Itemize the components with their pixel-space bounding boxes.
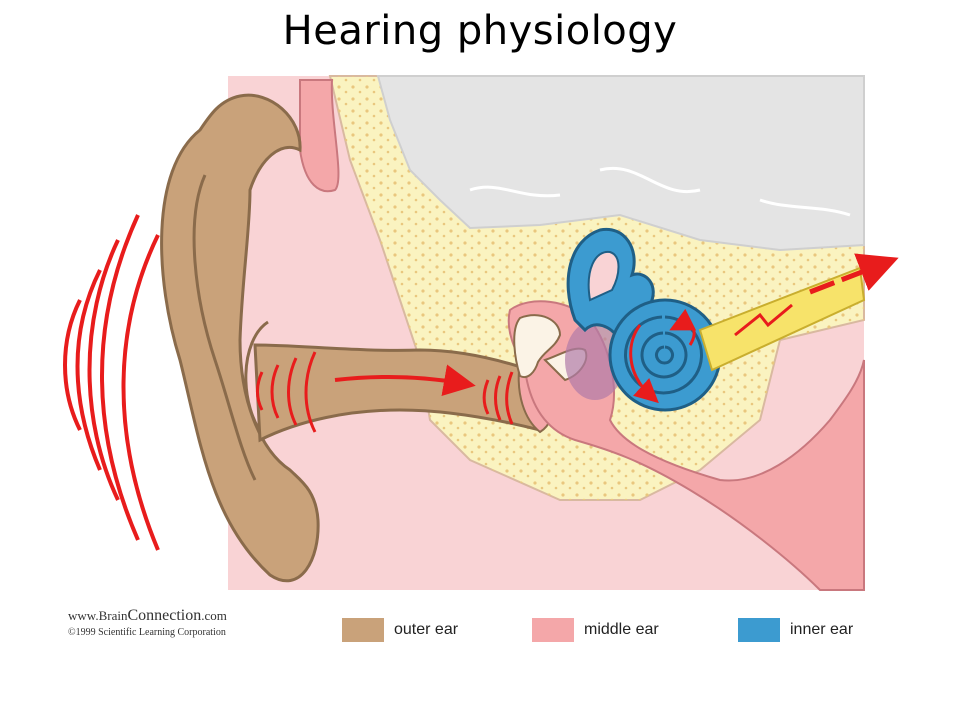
canal-wave-2	[270, 364, 280, 419]
sound-wave-3	[87, 239, 120, 501]
canal-wave-1	[256, 371, 264, 411]
legend-swatch-inner-ear	[738, 618, 780, 642]
credit-site-prefix: www.Brain	[68, 608, 128, 623]
brain-folds	[469, 166, 851, 217]
canal-wave-5	[482, 379, 490, 415]
nerve-signal-arrow	[809, 253, 899, 295]
canal-wave-6	[494, 375, 502, 421]
legend-label-middle-ear: middle ear	[584, 621, 659, 638]
legend-swatch-outer-ear	[342, 618, 384, 642]
nerve-signal-bolt	[734, 303, 793, 337]
sound-travel-arrow	[334, 364, 476, 397]
incoming-sound-waves	[63, 214, 160, 551]
cochlea-flow-arrow-2	[669, 308, 697, 346]
pinna-fold	[192, 174, 257, 481]
credit-site-brand: Connection	[127, 607, 202, 624]
cochlea-flow-arrow	[629, 324, 659, 404]
oval-window-area	[565, 320, 625, 400]
canal-loop-inner	[587, 250, 620, 302]
canal-wave-7	[505, 371, 514, 425]
canal-wave-3	[287, 357, 298, 426]
skin-layer	[299, 79, 340, 193]
credit-site: www.BrainConnection.com	[68, 607, 227, 625]
canal-wave-4	[304, 351, 317, 433]
outer-ear-pinna	[160, 93, 320, 583]
sound-wave-4	[100, 214, 140, 541]
ossicle-malleus	[513, 314, 562, 378]
credit-site-suffix: .com	[201, 608, 227, 623]
legend-swatch-middle-ear	[532, 618, 574, 642]
legend-label-inner-ear: inner ear	[790, 621, 854, 638]
legend-label-outer-ear: outer ear	[394, 621, 459, 638]
credit-block: www.BrainConnection.com ©1999 Scientific…	[68, 607, 227, 638]
legend-outer-ear: outer ear	[342, 618, 458, 642]
credit-copyright: ©1999 Scientific Learning Corporation	[68, 627, 226, 638]
brain-area	[376, 75, 865, 252]
auditory-nerve	[698, 266, 866, 372]
sound-wave-2	[75, 269, 102, 471]
diagram-title: Hearing physiology	[282, 8, 678, 54]
canal-sound-waves	[256, 351, 514, 433]
sound-wave-5	[121, 234, 160, 551]
legend-middle-ear: middle ear	[532, 618, 659, 642]
concha-curve	[244, 320, 269, 439]
legend-inner-ear: inner ear	[738, 618, 853, 642]
sound-wave-1	[63, 299, 82, 431]
